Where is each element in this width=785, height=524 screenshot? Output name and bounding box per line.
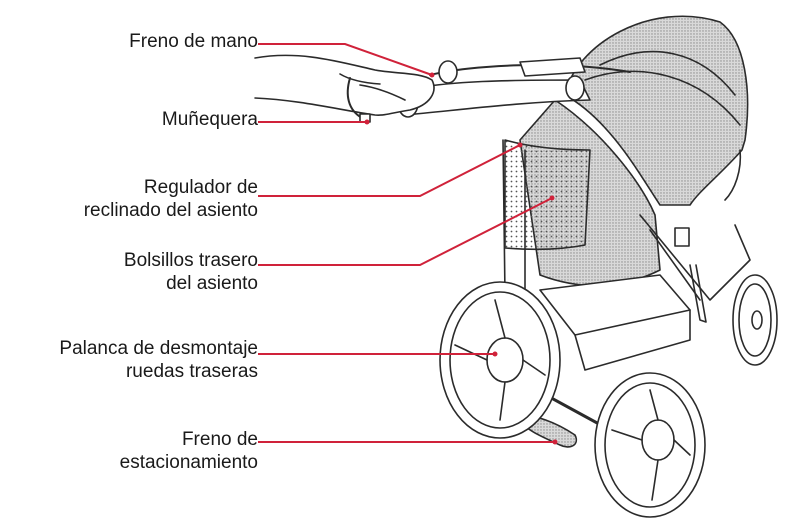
label-line: estacionamiento xyxy=(119,452,258,473)
leader-endpoint-munequera xyxy=(364,119,370,125)
leader-endpoint-palanca-desmontaje xyxy=(492,351,498,357)
rear-wheel-left xyxy=(439,281,561,439)
callout-leaders xyxy=(258,43,558,445)
leader-endpoint-freno-de-mano xyxy=(429,72,435,78)
leader-endpoint-regulador-reclinado xyxy=(517,142,523,148)
seat-base xyxy=(539,274,691,336)
leader-endpoint-freno-estacionamiento xyxy=(552,439,558,445)
leader-line-regulador-reclinado xyxy=(258,144,521,197)
label-line: Freno de xyxy=(181,429,258,450)
leader-endpoint-bolsillos-trasero xyxy=(549,195,555,201)
label-line: Muñequera xyxy=(161,109,258,130)
label-line: reclinado del asiento xyxy=(83,200,258,221)
label-line: Freno de mano xyxy=(129,31,258,52)
label-palanca-desmontaje: Palanca de desmontaje ruedas traseras xyxy=(59,337,258,383)
label-line: ruedas traseras xyxy=(125,361,258,382)
canopy xyxy=(564,15,749,206)
label-line: Palanca de desmontaje xyxy=(59,338,258,359)
label-bolsillos-trasero: Bolsillos trasero del asiento xyxy=(124,249,258,295)
label-munequera: Muñequera xyxy=(162,108,258,131)
hand xyxy=(254,54,435,116)
label-freno-estacionamiento: Freno de estacionamiento xyxy=(120,428,258,474)
leader-line-bolsillos-trasero xyxy=(258,197,553,266)
leader-line-freno-de-mano xyxy=(258,43,433,76)
label-line: Regulador de xyxy=(143,177,258,198)
seat-pocket xyxy=(504,139,591,251)
label-line: del asiento xyxy=(166,273,258,294)
label-line: Bolsillos trasero xyxy=(123,250,258,271)
label-freno-de-mano: Freno de mano xyxy=(129,30,258,53)
front-wheel xyxy=(732,274,778,366)
label-regulador-reclinado: Regulador de reclinado del asiento xyxy=(84,176,258,222)
rear-wheel-right xyxy=(594,372,706,518)
frame xyxy=(639,214,751,301)
